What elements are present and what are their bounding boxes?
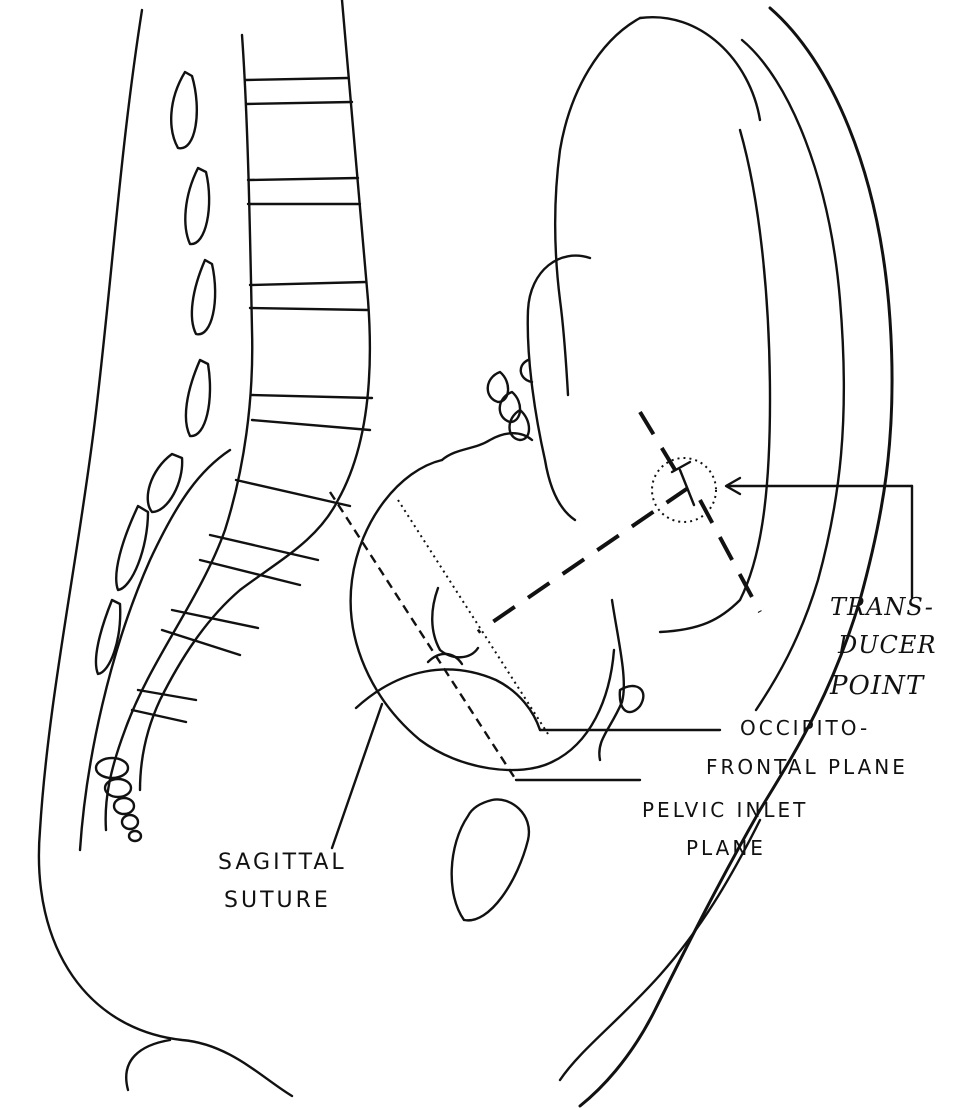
- spine-posterior-wall: [106, 35, 253, 830]
- fetal-buttock-outline: [660, 130, 770, 632]
- spinous-process: [96, 600, 120, 674]
- occipito-frontal-line1: OCCIPITO-: [740, 718, 870, 738]
- coccyx: [96, 758, 141, 841]
- fetal-back-outline-right: [640, 17, 760, 120]
- abdominal-wall-outline: [580, 8, 892, 1106]
- fetal-head-outline: [351, 460, 614, 770]
- spinous-process: [185, 168, 209, 244]
- transducer-beam-upper: [640, 412, 680, 478]
- vertebra: [162, 610, 258, 655]
- transducer-label-line2: DUCER: [838, 633, 936, 657]
- sacral-curve: [80, 450, 230, 850]
- transducer-label-line1: TRANS-: [830, 595, 934, 619]
- vertebrae: [132, 78, 372, 722]
- spinous-process: [192, 260, 215, 334]
- vertebra: [252, 395, 372, 430]
- pelvic-inlet-line2: PLANE: [686, 838, 766, 858]
- transducer-beam-lower: [700, 500, 760, 612]
- spinous-process: [186, 360, 210, 436]
- transducer-label-line3: POINT: [830, 673, 924, 699]
- coccyx-segment: [129, 831, 141, 841]
- fetal-back-outline: [555, 18, 640, 395]
- sagittal-suture-leader: [332, 704, 382, 848]
- spinous-processes: [96, 72, 215, 674]
- pelvic-inlet-plane-line: [330, 492, 516, 780]
- finger: [500, 392, 520, 422]
- fetal-face-outline: [442, 433, 532, 460]
- fetal-leg: [599, 600, 624, 760]
- vertebra: [248, 178, 360, 204]
- fetal-ear: [432, 588, 478, 657]
- spinous-process: [148, 454, 182, 512]
- vertebra: [236, 480, 350, 506]
- fetal-hand: [488, 360, 532, 440]
- coccyx-segment: [122, 815, 138, 829]
- symphysis-pubis: [452, 799, 529, 920]
- vertebra: [250, 282, 368, 310]
- sagittal-suture-line1: SAGITTAL: [218, 852, 347, 874]
- spinous-process: [171, 72, 197, 148]
- fetal-axis-dashed: [478, 488, 688, 632]
- coccyx-segment: [114, 798, 134, 814]
- occipito-frontal-plane-line: [398, 500, 548, 734]
- sagittal-suture-line2: SUTURE: [224, 890, 331, 912]
- vertebra: [132, 690, 196, 722]
- vertebra: [246, 78, 352, 104]
- uterus-inner-outline: [742, 40, 844, 710]
- occipito-frontal-line2: FRONTAL PLANE: [706, 757, 908, 777]
- pelvic-inlet-line1: PELVIC INLET: [642, 800, 808, 820]
- maternal-skin-outline: [126, 1040, 170, 1090]
- fontanelle-mark: [428, 654, 462, 664]
- maternal-back-outline: [39, 10, 292, 1096]
